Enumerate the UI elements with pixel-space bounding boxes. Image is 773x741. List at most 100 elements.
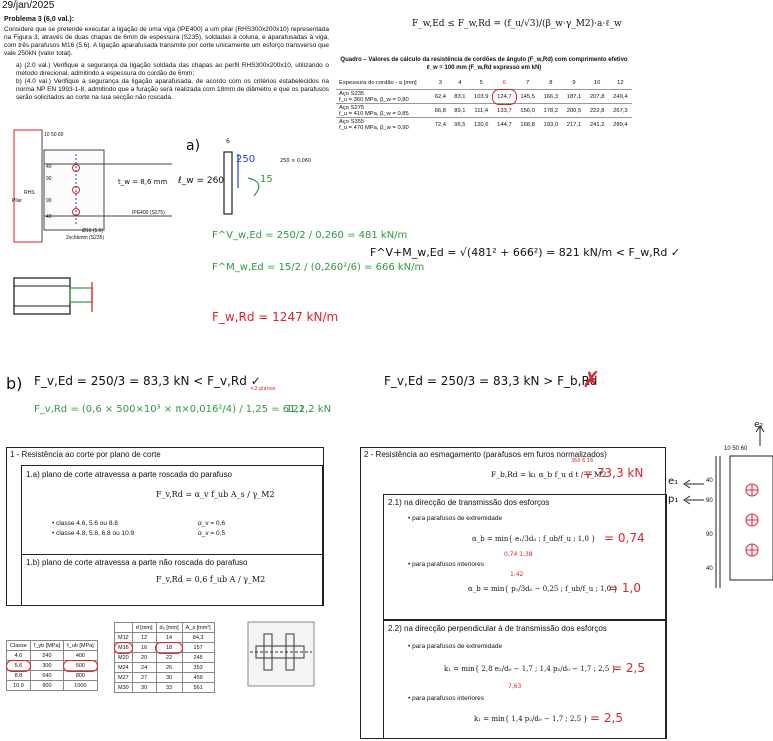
table-cell: 62,4 <box>430 89 451 104</box>
alpha-b-int-note: 1,42 <box>510 571 524 578</box>
fig-ipe: IPE400 (S275) <box>132 210 165 216</box>
table-cell: 111,4 <box>469 103 493 118</box>
side-dim: 40 <box>706 566 713 572</box>
k1-ext: k₁ = min{ 2,8 e₂/d₀ − 1,7 ; 1,4 p₂/d₀ − … <box>444 665 616 673</box>
side-dims-top: 10 50 60 <box>724 446 748 452</box>
shear-sub-a-box: 1.a) plano de corte atravessa a parte ro… <box>21 465 323 555</box>
load-sketch: a) 6 250 15 250 × 0,060 ℓ_w = 260 <box>176 138 326 218</box>
sketch-load2: 15 <box>260 174 273 185</box>
quadro-grid: Espessura do cordão - a [mm] 3 4 5 6 7 8… <box>336 76 632 131</box>
alpha-b-ext-result: = 0,74 <box>604 531 645 545</box>
table-cell: 66,8 <box>430 103 451 118</box>
table-header: Classe <box>6 640 31 651</box>
shear-sub-a: 1.a) plano de corte atravessa a parte ro… <box>26 470 232 479</box>
quadro-th: 3 <box>438 79 442 86</box>
shear-title: 1 - Resistência ao corte por plano de co… <box>10 450 161 459</box>
shear-formula-b: F_v,Rd = 0,6 f_ub A / γ_M2 <box>156 575 266 584</box>
table-cell: 217,1 <box>562 117 586 131</box>
weld-formula: F_w,Ed ≤ F_w,Rd = (f_u/√3)/(β_w·γ_M2)·a·… <box>412 19 622 29</box>
k1-int: k₁ = min{ 1,4 p₂/d₀ − 1,7 ; 2,5 } <box>474 715 588 723</box>
problem-item-a: a) (2.0 val.) Verifique a segurança da l… <box>16 62 329 77</box>
part-b-fvrd: F_v,Rd = (0,6 × 500×10³ × π×0,016²/4) / … <box>34 404 306 415</box>
table-header <box>114 622 133 633</box>
table-cell: 193,0 <box>539 117 563 131</box>
quadro-th: 8 <box>549 79 553 86</box>
table-cell: 222,8 <box>585 103 609 118</box>
quadro-title: Quadro – Valores de cálculo da resistênc… <box>340 57 628 71</box>
alpha-b-int-result: = 1,0 <box>608 581 641 595</box>
quadro-th: 7 <box>526 79 530 86</box>
table-cell: 249,4 <box>608 89 632 104</box>
quadro-th: 12 <box>617 79 624 86</box>
quadro-th: 10 <box>593 79 601 86</box>
side-dim: 40 <box>706 478 713 484</box>
part-b-planes: ×2 planos <box>250 386 276 392</box>
quadro-header-label: Espessura do cordão - a [mm] <box>339 79 417 86</box>
fig-plate: 2xchâmm (S235) <box>66 235 105 241</box>
table-cell: 144,7 <box>492 117 517 131</box>
part-b-fvrd2: 122,2 kN <box>286 404 332 415</box>
bearing-sub-22-box: 2.2) na direcção perpendicular à de tran… <box>383 620 667 739</box>
table-cell: 241,2 <box>585 117 609 131</box>
bolt-drawing <box>246 620 316 693</box>
sketch-note: 250 × 0,060 <box>280 158 312 164</box>
table-header: f_ub [MPa] <box>63 640 98 651</box>
table-cell: 83,1 <box>450 89 470 104</box>
part-b-cross-icon: ✗ <box>582 368 601 393</box>
k1-ext-result: = 2,5 <box>612 661 645 675</box>
side-dim: 90 <box>706 498 713 504</box>
table-cell: 187,1 <box>562 89 586 104</box>
bearing-sub-22: 2.2) na direcção perpendicular à de tran… <box>388 624 607 633</box>
table-cell: 289,4 <box>608 117 632 131</box>
table-cell: 267,3 <box>608 103 632 118</box>
bearing-sub-21: 2.1) na direcção de transmissão dos esfo… <box>388 498 550 507</box>
bearing-extreme2: • para parafusos de extremidade <box>408 643 503 650</box>
bearing-annot-top: 360 6 16 <box>571 458 594 464</box>
problem-title: Problema 3 (6,0 val.): <box>4 16 75 23</box>
date-label: 29/jan/2025 <box>2 0 55 11</box>
fig-dim: 90 <box>46 176 52 182</box>
quadro-th-highlight: 6 <box>502 79 507 86</box>
shear-resistance-box: 1 - Resistência ao corte por plano de co… <box>6 447 324 606</box>
table-header: d₀ [mm] <box>155 622 183 633</box>
fig-dim: 90 <box>46 198 52 204</box>
part-a-fres: F^V+M_w,Ed = √(481² + 666²) = 821 kN/m <… <box>370 246 681 259</box>
bearing-result: = 73,3 kN <box>583 466 644 480</box>
shear-formula-a: F_v,Rd = α_v f_ub A_s / γ_M2 <box>156 490 275 499</box>
k1-int-result: = 2,5 <box>590 711 623 725</box>
part-a-frd: F_w,Rd = 1247 kN/m <box>212 310 339 324</box>
table-cell: 207,8 <box>585 89 609 104</box>
bearing-extreme: • para parafusos de extremidade <box>408 515 503 522</box>
table-header: d [mm] <box>131 622 157 633</box>
table-cell: 96,5 <box>450 117 470 131</box>
bearing-sub-21-box: 2.1) na direcção de transmissão dos esfo… <box>383 494 667 620</box>
class-group-2: • classe 4.8, 5.8, 6.8 ou 10.9 <box>52 530 135 537</box>
bearing-resistance-box: 2 - Resistência ao esmagamento (parafuso… <box>360 447 667 739</box>
sketch-load: 250 <box>236 154 256 165</box>
table-cell: 89,1 <box>450 103 470 118</box>
quadro-table: Quadro – Valores de cálculo da resistênc… <box>336 56 632 131</box>
bearing-formula: F_b,Rd = k₁ α_b f_u d t / γ_M2 <box>491 470 607 479</box>
table-cell: 156,0 <box>516 103 540 118</box>
alpha-2: α_v = 0,5 <box>198 530 226 537</box>
table-header: A_s [mm²] <box>181 622 215 633</box>
spacing-sketch: e₂ 10 50 60 e₁ p₁ 40 90 90 40 <box>664 420 773 590</box>
table-cell: 200,5 <box>562 103 586 118</box>
fig-dim: 40 <box>46 164 52 170</box>
quadro-th: 5 <box>479 79 483 86</box>
bearing-title: 2 - Resistência ao esmagamento (parafuso… <box>364 450 607 459</box>
bearing-interior: • para parafusos interiores <box>408 561 484 568</box>
alpha-b-ext-notes: 0,74 1,38 <box>504 551 533 558</box>
e2-label: e₂ <box>754 420 764 430</box>
table-cell: 120,6 <box>469 117 493 131</box>
problem-text: Considere que se pretende executar a lig… <box>4 26 329 57</box>
